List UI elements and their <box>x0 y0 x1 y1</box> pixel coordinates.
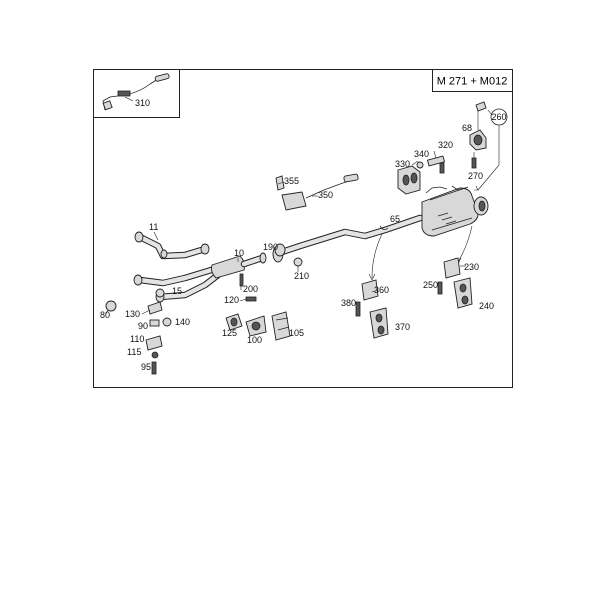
callout-380: 380 <box>341 298 356 308</box>
callout-10: 10 <box>234 248 244 258</box>
callout-130: 130 <box>125 309 140 319</box>
front-pipe-11 <box>134 231 210 260</box>
muffler-hanger-group: 260 68 270 <box>462 101 508 191</box>
callout-65: 65 <box>390 214 400 224</box>
upper-mount-group: 340 320 330 <box>395 140 453 195</box>
bracket-100: 100 <box>245 315 267 345</box>
callout-240: 240 <box>479 301 494 311</box>
callout-115: 115 <box>127 347 141 357</box>
callout-190: 190 <box>263 242 278 252</box>
callout-370: 370 <box>395 322 410 332</box>
diagram-frame <box>93 69 513 388</box>
engine-tag-text: M 271 + M012 <box>437 76 508 88</box>
hanger-105: 105 <box>271 311 304 341</box>
callout-15: 15 <box>172 286 182 296</box>
callout-350: 350 <box>318 190 333 200</box>
callout-110: 110 <box>130 334 144 344</box>
callout-120: 120 <box>224 295 239 305</box>
callout-210: 210 <box>294 271 309 281</box>
clamp-65: 65 <box>368 214 400 281</box>
gasket-190: 190 <box>263 242 286 257</box>
callout-90: 90 <box>138 321 148 331</box>
flange-15-80: 15 80 <box>100 286 182 320</box>
callout-68: 68 <box>462 123 472 133</box>
oxygen-sensor-inset: 310 <box>93 69 180 118</box>
callout-200: 200 <box>243 284 258 294</box>
callout-105: 105 <box>289 328 304 338</box>
callout-230: 230 <box>464 262 479 272</box>
bracket-110-115-95: 110 115 95 <box>127 334 163 375</box>
callout-95: 95 <box>141 362 151 372</box>
engine-tag: M 271 + M012 <box>432 69 513 92</box>
callout-270: 270 <box>468 171 483 181</box>
callout-80: 80 <box>100 310 110 320</box>
bolt-200: 200 <box>239 273 258 294</box>
callout-125: 125 <box>222 328 237 338</box>
mount-125: 125 <box>222 313 243 338</box>
callout-355: 355 <box>284 176 299 186</box>
exhaust-pipe <box>272 214 424 263</box>
bolt-120: 120 <box>224 295 257 305</box>
callout-260: 260 <box>491 112 506 122</box>
callout-330: 330 <box>395 159 410 169</box>
callout-320: 320 <box>438 140 453 150</box>
callout-100: 100 <box>247 335 262 345</box>
callout-340: 340 <box>414 149 429 159</box>
y-pipe-10 <box>133 252 267 303</box>
clamp-210: 210 <box>293 257 309 281</box>
hanger-230-240-250: 230 250 240 <box>423 225 494 311</box>
callout-360: 360 <box>374 285 389 295</box>
rear-muffler <box>421 185 489 237</box>
callout-250: 250 <box>423 280 438 290</box>
callout-310: 310 <box>135 98 150 108</box>
bracket-130-140-90: 130 140 90 <box>125 301 190 331</box>
callout-140: 140 <box>175 317 190 327</box>
callout-11: 11 <box>149 222 158 232</box>
hanger-360-370-380: 360 380 370 <box>341 279 410 339</box>
sensor-group-350: 355 350 <box>275 173 359 211</box>
